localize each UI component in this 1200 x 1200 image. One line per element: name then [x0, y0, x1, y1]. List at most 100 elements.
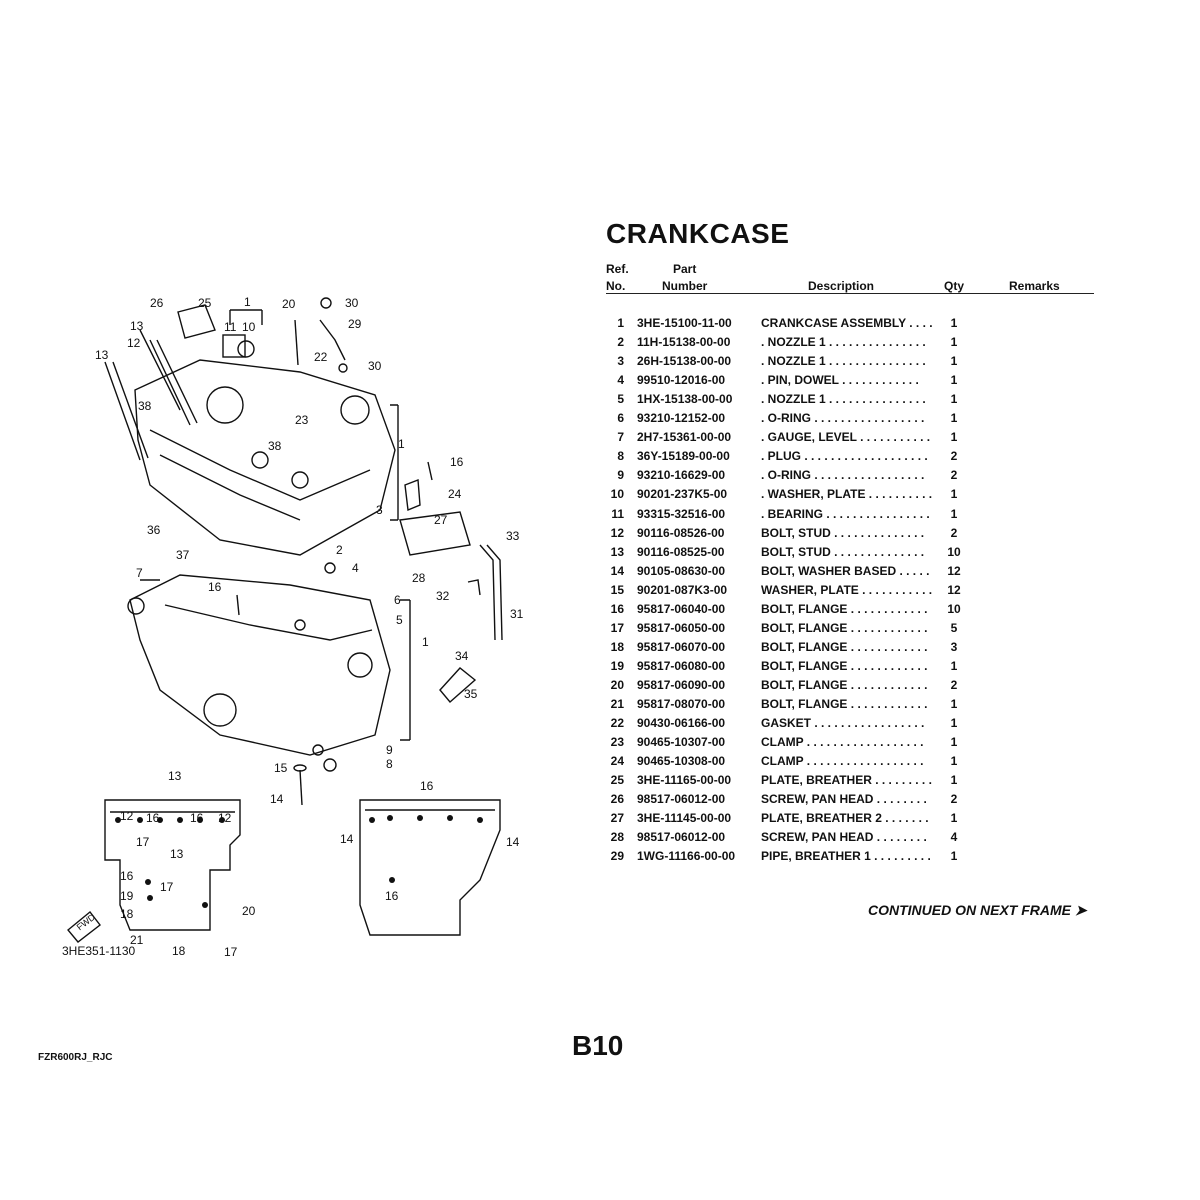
exploded-parts-diagram: 26 25 1 11 10 20 30 29 13 12 13 22 30 38…	[62, 295, 524, 959]
ref-cell: 29	[610, 849, 624, 864]
qty-cell: 2	[950, 468, 958, 483]
qty-cell: 3	[950, 639, 958, 654]
part-number-cell: 93210-16629-00	[637, 468, 726, 483]
description-cell: BOLT, FLANGE . . . . . . . . . . . .	[761, 658, 928, 673]
callout-30b: 30	[368, 359, 382, 373]
table-row: 10 90201-237K5-00 . WASHER, PLATE . . . . …	[606, 487, 1094, 506]
callout-10: 10	[242, 320, 256, 334]
page-title: CRANKCASE	[606, 218, 790, 249]
description-cell: BOLT, FLANGE . . . . . . . . . . . .	[761, 639, 928, 654]
ref-cell: 20	[610, 677, 624, 692]
callout-20: 20	[282, 297, 296, 311]
callout-16b: 16	[208, 580, 222, 594]
callout-38: 38	[138, 399, 152, 413]
header-no: No.	[606, 279, 626, 293]
callout-12: 12	[127, 336, 141, 350]
part-number-cell: 11H-15138-00-00	[637, 335, 731, 350]
part-number-cell: 3HE-11145-00-00	[637, 811, 732, 826]
part-number-cell: 98517-06012-00	[637, 830, 726, 845]
model-code: FZR600RJ_RJC	[38, 1052, 113, 1063]
description-cell: . WASHER, PLATE . . . . . . . . . .	[761, 487, 933, 502]
description-cell: PLATE, BREATHER 2 . . . . . . .	[761, 811, 929, 826]
header-rule	[606, 293, 1094, 294]
description-cell: . O-RING . . . . . . . . . . . . . . . .…	[761, 411, 925, 426]
callout-8: 8	[386, 757, 393, 771]
qty-cell: 12	[947, 582, 961, 597]
callout-36: 36	[147, 523, 161, 537]
part-number-cell: 36Y-15189-00-00	[637, 449, 730, 464]
callout-35: 35	[464, 687, 478, 701]
description-cell: SCREW, PAN HEAD . . . . . . . .	[761, 830, 927, 845]
part-number-cell: 90201-237K5-00	[637, 487, 728, 502]
table-row: 29 1WG-11166-00-00 PIPE, BREATHER 1 . . . …	[606, 849, 1094, 868]
callout-23: 23	[295, 413, 309, 427]
callout-16g: 16	[385, 889, 399, 903]
qty-cell: 1	[950, 335, 958, 350]
callout-24: 24	[448, 487, 462, 501]
part-number-cell: 1WG-11166-00-00	[637, 849, 736, 864]
ref-cell: 16	[610, 601, 624, 616]
description-cell: BOLT, WASHER BASED . . . . .	[761, 563, 930, 578]
continued-note: CONTINUED ON NEXT FRAME ➤	[868, 902, 1087, 918]
description-cell: CLAMP . . . . . . . . . . . . . . . . . …	[761, 754, 924, 769]
callout-28: 28	[412, 571, 426, 585]
part-number-cell: 99510-12016-00	[637, 373, 726, 388]
description-cell: CLAMP . . . . . . . . . . . . . . . . . …	[761, 735, 924, 750]
callout-18b: 18	[172, 944, 186, 958]
description-cell: BOLT, FLANGE . . . . . . . . . . . .	[761, 620, 928, 635]
part-number-cell: 93210-12152-00	[637, 411, 726, 426]
callout-29: 29	[348, 317, 362, 331]
qty-cell: 4	[950, 830, 958, 845]
table-row: 8 36Y-15189-00-00 . PLUG . . . . . . . . .…	[606, 449, 1094, 468]
part-number-cell: 95817-06080-00	[637, 658, 726, 673]
qty-cell: 1	[950, 392, 958, 407]
ref-cell: 23	[610, 735, 624, 750]
callout-13c: 13	[168, 769, 182, 783]
description-cell: PIPE, BREATHER 1 . . . . . . . . .	[761, 849, 931, 864]
part-number-cell: 90430-06166-00	[637, 716, 726, 731]
qty-cell: 1	[950, 735, 958, 750]
ref-cell: 5	[617, 392, 624, 407]
callout-16c: 16	[420, 779, 434, 793]
ref-cell: 10	[610, 487, 624, 502]
callout-13b: 13	[95, 348, 109, 362]
callout-17b: 17	[160, 880, 174, 894]
description-cell: . PLUG . . . . . . . . . . . . . . . . .…	[761, 449, 928, 464]
callout-37: 37	[176, 548, 190, 562]
part-number-cell: 2H7-15361-00-00	[637, 430, 732, 445]
ref-cell: 26	[610, 792, 624, 807]
description-cell: BOLT, FLANGE . . . . . . . . . . . .	[761, 677, 928, 692]
part-number-cell: 95817-08070-00	[637, 697, 726, 711]
ref-cell: 8	[617, 449, 624, 464]
callout-14: 14	[270, 792, 284, 806]
callout-17: 17	[136, 835, 150, 849]
page-number: B10	[572, 1030, 624, 1061]
ref-cell: 12	[610, 525, 624, 540]
callout-14c: 14	[506, 835, 520, 849]
part-number-cell: 90116-08526-00	[637, 525, 725, 540]
ref-cell: 28	[610, 830, 624, 845]
callout-34: 34	[455, 649, 469, 663]
description-cell: . O-RING . . . . . . . . . . . . . . . .…	[761, 468, 925, 483]
callout-13d: 13	[170, 847, 184, 861]
callout-32: 32	[436, 589, 450, 603]
callout-9: 9	[386, 743, 393, 757]
part-number-cell: 95817-06070-00	[637, 639, 726, 654]
qty-cell: 5	[950, 620, 958, 635]
qty-cell: 2	[950, 449, 958, 464]
callout-16d: 16	[146, 811, 160, 825]
